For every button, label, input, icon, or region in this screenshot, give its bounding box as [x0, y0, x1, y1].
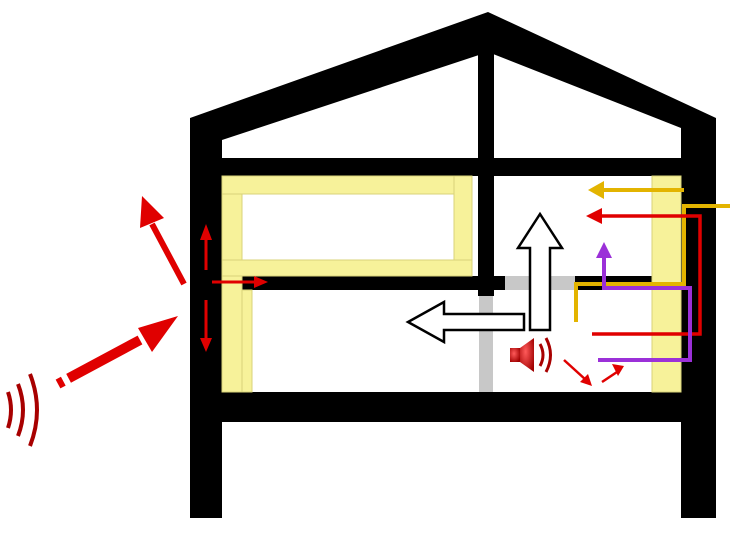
speaker-waves-icon — [6, 373, 39, 447]
partition-gap — [479, 296, 493, 392]
roof — [190, 12, 716, 170]
flanking-path-yellow — [574, 181, 730, 322]
interior-sound-source — [510, 337, 624, 386]
purple-arrowhead — [596, 242, 612, 258]
middle-floor — [190, 276, 716, 290]
reflected-sound-arrow — [149, 222, 187, 286]
attic-floor — [190, 158, 716, 176]
insulation-left — [221, 175, 473, 393]
wall-vibration-arrows — [204, 240, 256, 338]
flanking-path-purple — [596, 242, 692, 362]
airborne-arrows — [405, 211, 565, 345]
left-arrow — [405, 299, 526, 345]
ground-floor-slab — [190, 392, 716, 422]
center-partition-upper — [478, 158, 494, 296]
exterior-sound-arrows — [55, 196, 268, 389]
flanking-path-red — [586, 208, 702, 336]
up-arrow — [515, 211, 565, 332]
red-arrowhead-flank — [586, 208, 602, 224]
incoming-sound-arrow — [55, 335, 143, 389]
yellow-arrowhead — [588, 181, 604, 199]
speaker-icon — [510, 337, 552, 373]
